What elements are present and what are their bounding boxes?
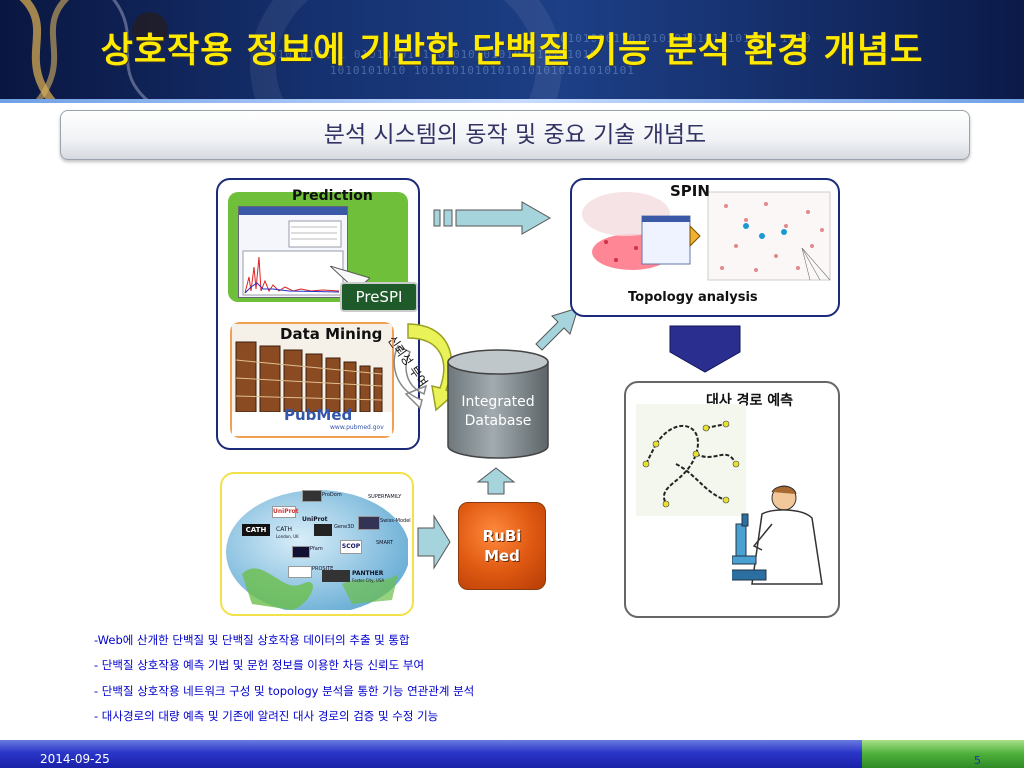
binary-decoration: 1010101010 10101010101010101010101010101 [330,64,635,77]
prespi-badge: PreSPI [340,282,418,312]
source-gene3d-logo [314,524,332,536]
binary-decoration: 0101010110101010101010101010 1010 [560,32,812,45]
footer-date: 2014-09-25 [40,752,110,766]
source-prodom-logo [302,490,322,502]
source-panther-place: Foster City, USA [352,578,385,583]
footer-bar [0,740,1024,768]
page-number: 5 [974,754,981,767]
integrated-database: Integrated Database [446,348,550,460]
footer-green-segment [862,740,1024,768]
source-uniprot: UniProt [272,506,299,518]
up-arrow-icon [476,467,516,495]
pubmed-url: www.pubmed.gov [330,424,384,431]
source-pfam: Pfam [310,546,323,552]
source-gene3d: Gene3D [334,524,355,530]
source-uniprot-2: UniProt [302,516,328,523]
header-divider [0,99,1024,103]
trust-loop-arrow-icon [393,323,456,412]
source-prosite-logo [288,566,312,578]
rubimed-label-line1: RuBi [482,527,522,545]
rubimed-box: RuBi Med [458,502,546,590]
library-shelves-image [232,324,392,436]
source-swissmodel-logo [358,516,380,530]
source-scop: SCOP [340,540,362,554]
pubmed-logo: PubMed [284,406,353,424]
source-smart: SMART [376,540,394,546]
slide-title: 상호작용 정보에 기반한 단백질 기능 분석 환경 개념도 [100,31,924,71]
right-arrow-bottom-icon [417,514,451,570]
topology-label: Topology analysis [628,290,758,305]
source-pfam-logo [292,546,310,558]
spin-label: SPIN [670,182,710,200]
prediction-screenshot [238,206,348,298]
network-graph-image [582,191,831,281]
footer-blue-segment [0,740,862,768]
bullet-item: -Web에 산개한 단백질 및 단백질 상호작용 데이터의 추출 및 통합 [94,633,410,647]
database-label-line2: Database [464,413,532,429]
source-prodom: ProDom [322,492,342,498]
datamining-label: Data Mining [280,325,383,343]
rubimed-label-line2: Med [484,547,520,565]
database-label-line1: Integrated [461,394,535,410]
source-panther-logo [322,570,350,582]
scientist-microscope-icon [732,485,823,585]
binary-decoration: 0101010101 0101010101 010101010101010101… [270,48,598,61]
right-arrow-top-icon [433,201,552,235]
source-cath: CATH [276,526,293,533]
source-superfamily: SUPERFAMILY [368,494,402,500]
source-prosite: PROSITE [312,566,334,572]
source-swissmodel: Swiss-Model [380,518,411,524]
bullet-item: - 단백질 상호작용 네트워크 구성 및 topology 분석을 통한 기능 … [94,684,475,698]
bullet-item: - 대사경로의 대량 예측 및 기존에 알려진 대사 경로의 검증 및 수정 기… [94,709,439,723]
prediction-label: Prediction [292,188,373,204]
dna-helix-icon [19,0,168,103]
database-sources-panel: UniProt UniProt ProDom SUPERFAMILY CATH … [220,472,414,616]
source-panther: PANTHER [352,570,384,577]
datamining-box [230,322,394,438]
header-banner: 0101010101 0101010101 010101010101010101… [0,0,1024,103]
source-cath-logo: CATH [242,524,270,536]
bullet-item: - 단백질 상호작용 예측 기법 및 문헌 정보를 이용한 차등 신뢰도 부여 [94,658,425,672]
pathway-network-image [636,404,746,516]
diagonal-arrow-icon [535,307,579,351]
down-arrow-icon [669,325,741,373]
source-cath-place: London, UK [276,534,299,539]
subtitle-text: 분석 시스템의 동작 및 중요 기술 개념도 [323,122,707,148]
subtitle-box: 분석 시스템의 동작 및 중요 기술 개념도 [60,110,970,160]
